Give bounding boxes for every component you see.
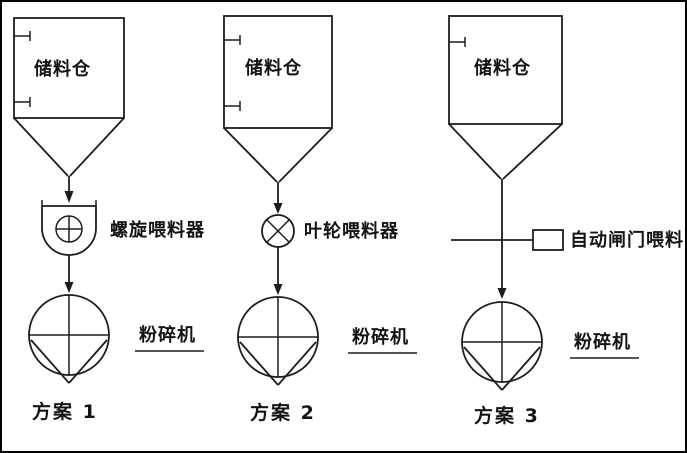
scheme-caption: 方案 1 bbox=[32, 400, 98, 423]
level-mark-icon bbox=[224, 35, 241, 45]
scheme-caption: 方案 2 bbox=[250, 401, 316, 424]
down-arrow bbox=[64, 176, 74, 203]
level-mark-icon bbox=[14, 31, 31, 41]
feeder-label: 叶轮喂料器 bbox=[304, 220, 399, 242]
impeller-feeder-icon bbox=[261, 214, 295, 248]
down-arrow bbox=[497, 179, 507, 299]
hopper-label: 储料仓 bbox=[244, 57, 302, 79]
storage-bin-body bbox=[13, 17, 125, 119]
level-mark-icon bbox=[224, 101, 241, 111]
crusher-label: 粉碎机 bbox=[352, 326, 409, 348]
storage-bin-body bbox=[448, 15, 563, 125]
hopper-funnel bbox=[223, 127, 333, 183]
down-arrow bbox=[273, 182, 283, 214]
feeder-label: 螺旋喂料器 bbox=[110, 219, 205, 241]
storage-bin-3: 储料仓 bbox=[448, 15, 563, 180]
scheme-caption: 方案 3 bbox=[474, 404, 540, 427]
scheme-2: 储料仓 叶轮喂料器 粉 bbox=[223, 15, 417, 424]
hopper-label: 储料仓 bbox=[33, 58, 91, 80]
hopper-funnel bbox=[448, 123, 563, 180]
crusher-label: 粉碎机 bbox=[139, 324, 196, 346]
screw-feeder-icon bbox=[41, 200, 97, 256]
feeder-label: 自动闸门喂料 bbox=[570, 229, 684, 251]
crusher-icon bbox=[28, 294, 110, 384]
storage-bin-body bbox=[223, 15, 333, 129]
storage-bin-1: 储料仓 bbox=[13, 17, 125, 177]
level-mark-icon bbox=[449, 37, 466, 47]
crusher-icon bbox=[461, 301, 543, 391]
level-mark-icon bbox=[14, 97, 31, 107]
crusher-icon bbox=[237, 296, 319, 386]
storage-bin-2: 储料仓 bbox=[223, 15, 333, 183]
gate-actuator-box bbox=[532, 229, 564, 251]
crusher-label: 粉碎机 bbox=[574, 331, 631, 353]
scheme-3: 储料仓 自动闸门喂料 粉碎机 方案 3 bbox=[448, 15, 684, 427]
scheme-1: 储料仓 螺旋喂料器 bbox=[13, 17, 205, 423]
down-arrow bbox=[64, 255, 74, 293]
hopper-label: 储料仓 bbox=[473, 57, 531, 79]
gate-feeder-icon bbox=[451, 229, 564, 251]
hopper-funnel bbox=[13, 117, 125, 177]
down-arrow bbox=[273, 247, 283, 295]
